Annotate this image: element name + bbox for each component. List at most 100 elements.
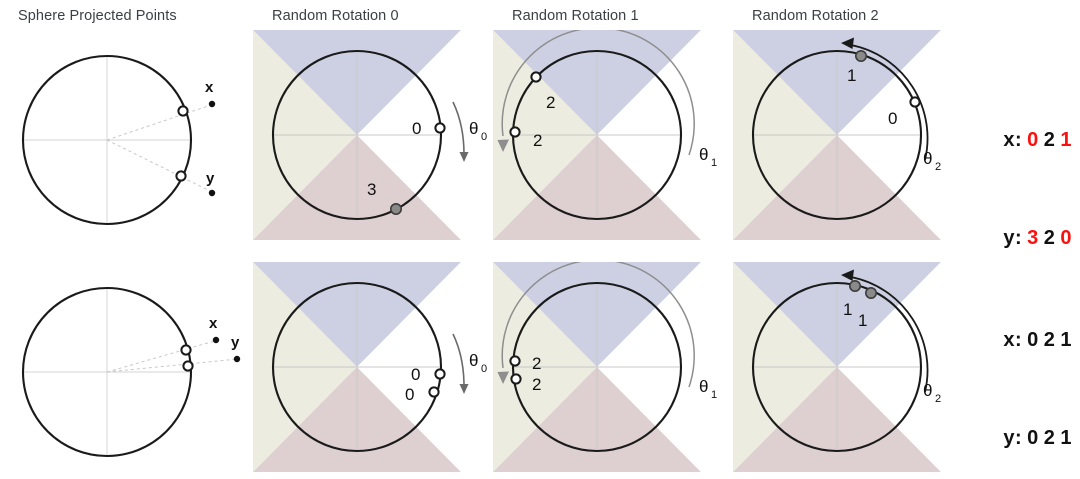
theta-label: θ (923, 381, 932, 400)
marker-label-1: 1 (858, 311, 867, 330)
theta-arrow-arc (452, 333, 465, 387)
label-point-y: y (231, 334, 240, 351)
rotation-marker-0 (530, 71, 542, 83)
label-point-x: x (205, 79, 214, 96)
result-x-label: x: (1003, 329, 1023, 351)
theta-arrow-head (841, 269, 854, 281)
theta-label: θ (923, 149, 932, 168)
theta-subscript: 2 (935, 393, 941, 405)
marker-label-0: 2 (532, 354, 541, 373)
theta-label: θ (469, 351, 478, 370)
result-x-digit-1: 2 (1043, 129, 1056, 151)
theta-subscript: 1 (711, 389, 717, 401)
marker-label-0: 0 (412, 119, 421, 138)
rotation-circle (511, 281, 683, 453)
point-dot-y (233, 355, 241, 363)
result-y-digit-0: 0 (1027, 427, 1039, 449)
projection-circle (21, 286, 193, 458)
circle-marker-x (180, 344, 192, 356)
ray-to-y (106, 358, 239, 373)
panel-rotation-1-top: θ 1 2 2 (493, 30, 733, 240)
marker-label-1: 0 (405, 385, 414, 404)
result-y-label: y: (1003, 227, 1023, 249)
theta-subscript: 2 (935, 161, 941, 173)
rotation-marker-1 (865, 286, 878, 299)
ray-to-y (106, 139, 215, 194)
point-dot-x (212, 336, 220, 344)
theta-arrow-head (497, 139, 509, 152)
result-y-digit-1: 2 (1043, 227, 1056, 249)
result-y-digit-2: 1 (1060, 427, 1073, 449)
panel-projection-bottom: x y (0, 262, 253, 472)
theta-arrow-arc (501, 30, 695, 156)
marker-label-0: 2 (546, 93, 555, 112)
ray-to-x (106, 103, 215, 141)
result-x-digit-2: 1 (1060, 329, 1073, 351)
column-title-sphere-projected-points: Sphere Projected Points (18, 8, 177, 24)
theta-arrow-head (459, 384, 469, 394)
rotation-marker-1 (909, 96, 921, 108)
point-dot-y (208, 189, 216, 197)
result-x-digit-0: 0 (1027, 329, 1039, 351)
theta-arrow-arc (452, 101, 465, 155)
theta-subscript: 1 (711, 157, 717, 169)
rotation-circle (271, 281, 443, 453)
theta-label: θ (699, 377, 708, 396)
result-x-digit-0: 0 (1027, 129, 1039, 151)
rotation-marker-0 (509, 355, 521, 367)
theta-arrow-head (459, 152, 469, 162)
column-title-random-rotation-0: Random Rotation 0 (272, 8, 399, 24)
rotation-marker-0 (434, 368, 446, 380)
rotation-marker-1 (509, 126, 521, 138)
result-y-digit-1: 2 (1043, 427, 1056, 449)
label-point-y: y (206, 170, 215, 187)
theta-arrow-head (841, 37, 854, 49)
theta-arrow-arc (850, 44, 929, 161)
panel-rotation-2-bottom: θ 2 1 1 (733, 262, 973, 472)
theta-subscript: 0 (481, 363, 487, 375)
panel-rotation-0-bottom: 0 0 θ 0 (253, 262, 493, 472)
panel-rotation-1-bottom: θ 1 2 2 (493, 262, 733, 472)
column-title-random-rotation-2: Random Rotation 2 (752, 8, 879, 24)
result-y-label: y: (1003, 427, 1023, 449)
panel-projection-top: x y (0, 30, 253, 240)
marker-label-0: 1 (843, 300, 852, 319)
result-x-digit-1: 2 (1043, 329, 1056, 351)
rotation-circle (751, 281, 923, 453)
result-y-digit-2: 0 (1060, 227, 1073, 249)
marker-label-1: 3 (367, 180, 376, 199)
rotation-marker-1 (510, 373, 522, 385)
marker-label-0: 1 (847, 66, 856, 85)
column-title-random-rotation-1: Random Rotation 1 (512, 8, 639, 24)
rotation-marker-0 (434, 122, 446, 134)
result-x-label: x: (1003, 129, 1023, 151)
theta-subscript: 0 (481, 131, 487, 143)
theta-arrow-arc (501, 262, 695, 388)
theta-arrow-head (497, 371, 509, 384)
rotation-marker-1 (428, 386, 440, 398)
circle-marker-y (175, 170, 187, 182)
theta-label: θ (699, 145, 708, 164)
ray-to-x (106, 339, 219, 373)
rotation-marker-0 (849, 279, 862, 292)
theta-arrow-arc (850, 276, 929, 393)
rotation-circle (271, 49, 443, 221)
projection-circle (21, 54, 193, 226)
rotation-marker-1 (390, 203, 403, 216)
circle-marker-y (182, 360, 194, 372)
point-dot-x (208, 100, 216, 108)
rotation-circle (751, 49, 923, 221)
marker-label-0: 0 (411, 365, 420, 384)
panel-rotation-0-top: 0 3 θ 0 (253, 30, 493, 240)
panel-rotation-2-top: θ 2 1 0 (733, 30, 973, 240)
circle-marker-x (177, 105, 189, 117)
label-point-x: x (209, 315, 218, 332)
result-x-digit-2: 1 (1060, 129, 1073, 151)
